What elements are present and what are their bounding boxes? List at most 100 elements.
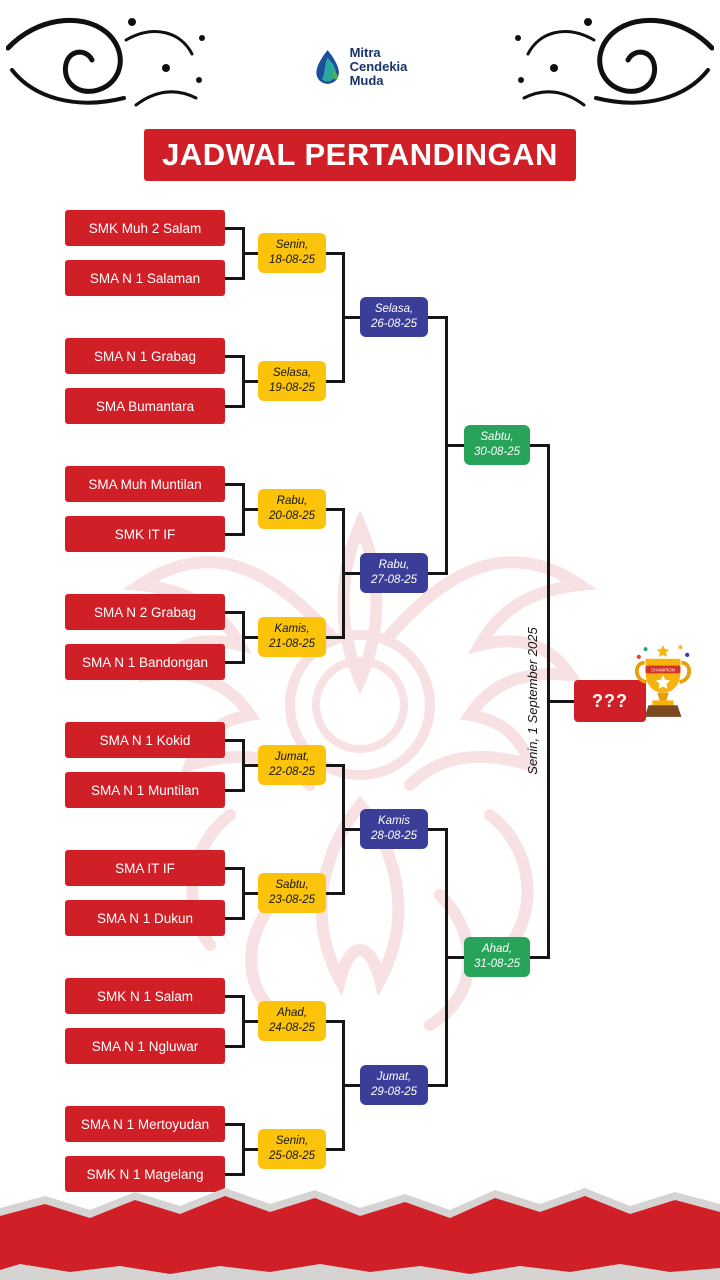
match-date: 18-08-25 (268, 254, 316, 266)
connector-line (342, 1084, 360, 1087)
connector-line (342, 316, 360, 319)
team-box: SMA N 1 Muntilan (65, 772, 225, 808)
connector-line (225, 995, 244, 998)
connector-line (428, 828, 447, 831)
connector-line (530, 956, 549, 959)
match-date: 29-08-25 (370, 1086, 418, 1098)
logo-text: Mitra Cendekia Muda (350, 46, 408, 88)
match-day: Rabu, (378, 559, 410, 571)
corner-flourish-icon (6, 17, 205, 107)
match-date-box: Sabtu, 23-08-25 (258, 873, 326, 913)
connector-line (225, 867, 244, 870)
connector-line (342, 572, 360, 575)
team-box: SMK Muh 2 Salam (65, 210, 225, 246)
match-day: Jumat, (376, 1071, 412, 1083)
match-date-box: Kamis, 21-08-25 (258, 617, 326, 657)
connector-line (326, 1148, 344, 1151)
match-date-box: Sabtu, 30-08-25 (464, 425, 530, 465)
connector-line (445, 444, 464, 447)
match-date: 30-08-25 (473, 446, 521, 458)
torn-paper-edge (0, 1196, 720, 1274)
match-day: Rabu, (276, 495, 308, 507)
match-day: Sabtu, (480, 431, 514, 443)
match-day: Kamis (378, 815, 410, 827)
connector-line (242, 380, 258, 383)
team-box: SMA N 1 Grabag (65, 338, 225, 374)
match-day: Selasa, (272, 367, 312, 379)
connector-line (225, 355, 244, 358)
team-box: SMA Muh Muntilan (65, 466, 225, 502)
match-day: Ahad, (481, 943, 513, 955)
connector-line (242, 892, 258, 895)
connector-line (242, 636, 258, 639)
match-date: 26-08-25 (370, 318, 418, 330)
connector-line (530, 444, 549, 447)
trophy-icon: CHAMPION (634, 645, 692, 717)
connector-line (225, 277, 244, 280)
match-date: 19-08-25 (268, 382, 316, 394)
match-date-box: Senin, 18-08-25 (258, 233, 326, 273)
match-date: 31-08-25 (473, 958, 521, 970)
connector-line (242, 508, 258, 511)
connector-line (225, 661, 244, 664)
connector-line (242, 252, 258, 255)
logo-text-line: Muda (349, 73, 384, 88)
logo-text-line: Mitra (349, 45, 381, 60)
match-date-box: Selasa, 26-08-25 (360, 297, 428, 337)
team-box: SMA N 1 Kokid (65, 722, 225, 758)
connector-line (225, 227, 244, 230)
logo: Mitra Cendekia Muda (313, 46, 408, 88)
team-box: SMK IT IF (65, 516, 225, 552)
connector-line (225, 405, 244, 408)
team-box: SMA N 1 Dukun (65, 900, 225, 936)
connector-line (225, 1123, 244, 1126)
connector-line (428, 1084, 447, 1087)
match-date-box: Selasa, 19-08-25 (258, 361, 326, 401)
connector-line (225, 611, 244, 614)
team-box: SMK N 1 Salam (65, 978, 225, 1014)
page-title: JADWAL PERTANDINGAN (144, 129, 576, 181)
match-day: Ahad, (276, 1007, 308, 1019)
final-winner-box: ??? (574, 680, 646, 722)
connector-line (326, 1020, 344, 1023)
connector-line (225, 789, 244, 792)
team-box: SMA N 1 Salaman (65, 260, 225, 296)
match-date-box: Ahad, 24-08-25 (258, 1001, 326, 1041)
corner-flourish-icon (515, 17, 714, 107)
connector-line (242, 1148, 258, 1151)
connector-line (225, 1173, 244, 1176)
final-match-date: Senin, 1 September 2025 (525, 627, 540, 775)
match-day: Senin, (275, 239, 309, 251)
match-day: Jumat, (274, 751, 310, 763)
match-date: 20-08-25 (268, 510, 316, 522)
connector-line (326, 764, 344, 767)
match-day: Kamis, (274, 623, 310, 635)
match-date: 25-08-25 (268, 1150, 316, 1162)
connector-line (428, 316, 447, 319)
team-box: SMA Bumantara (65, 388, 225, 424)
match-date-box: Rabu, 20-08-25 (258, 489, 326, 529)
match-date-box: Ahad, 31-08-25 (464, 937, 530, 977)
match-date-box: Rabu, 27-08-25 (360, 553, 428, 593)
connector-line (225, 917, 244, 920)
team-box: SMK N 1 Magelang (65, 1156, 225, 1192)
connector-line (326, 636, 344, 639)
team-box: SMA N 1 Bandongan (65, 644, 225, 680)
team-box: SMA N 2 Grabag (65, 594, 225, 630)
match-day: Senin, (275, 1135, 309, 1147)
match-date: 21-08-25 (268, 638, 316, 650)
connector-line (428, 572, 447, 575)
logo-droplet-icon (316, 50, 339, 84)
svg-text:CHAMPION: CHAMPION (651, 667, 675, 672)
connector-line (326, 252, 344, 255)
connector-line (326, 508, 344, 511)
connector-line (242, 1020, 258, 1023)
match-date-box: Kamis 28-08-25 (360, 809, 428, 849)
connector-line (342, 828, 360, 831)
connector-line (326, 892, 344, 895)
match-date-box: Jumat, 22-08-25 (258, 745, 326, 785)
logo-text-line: Cendekia (349, 59, 408, 74)
connector-line (225, 1045, 244, 1048)
connector-line (547, 700, 574, 703)
